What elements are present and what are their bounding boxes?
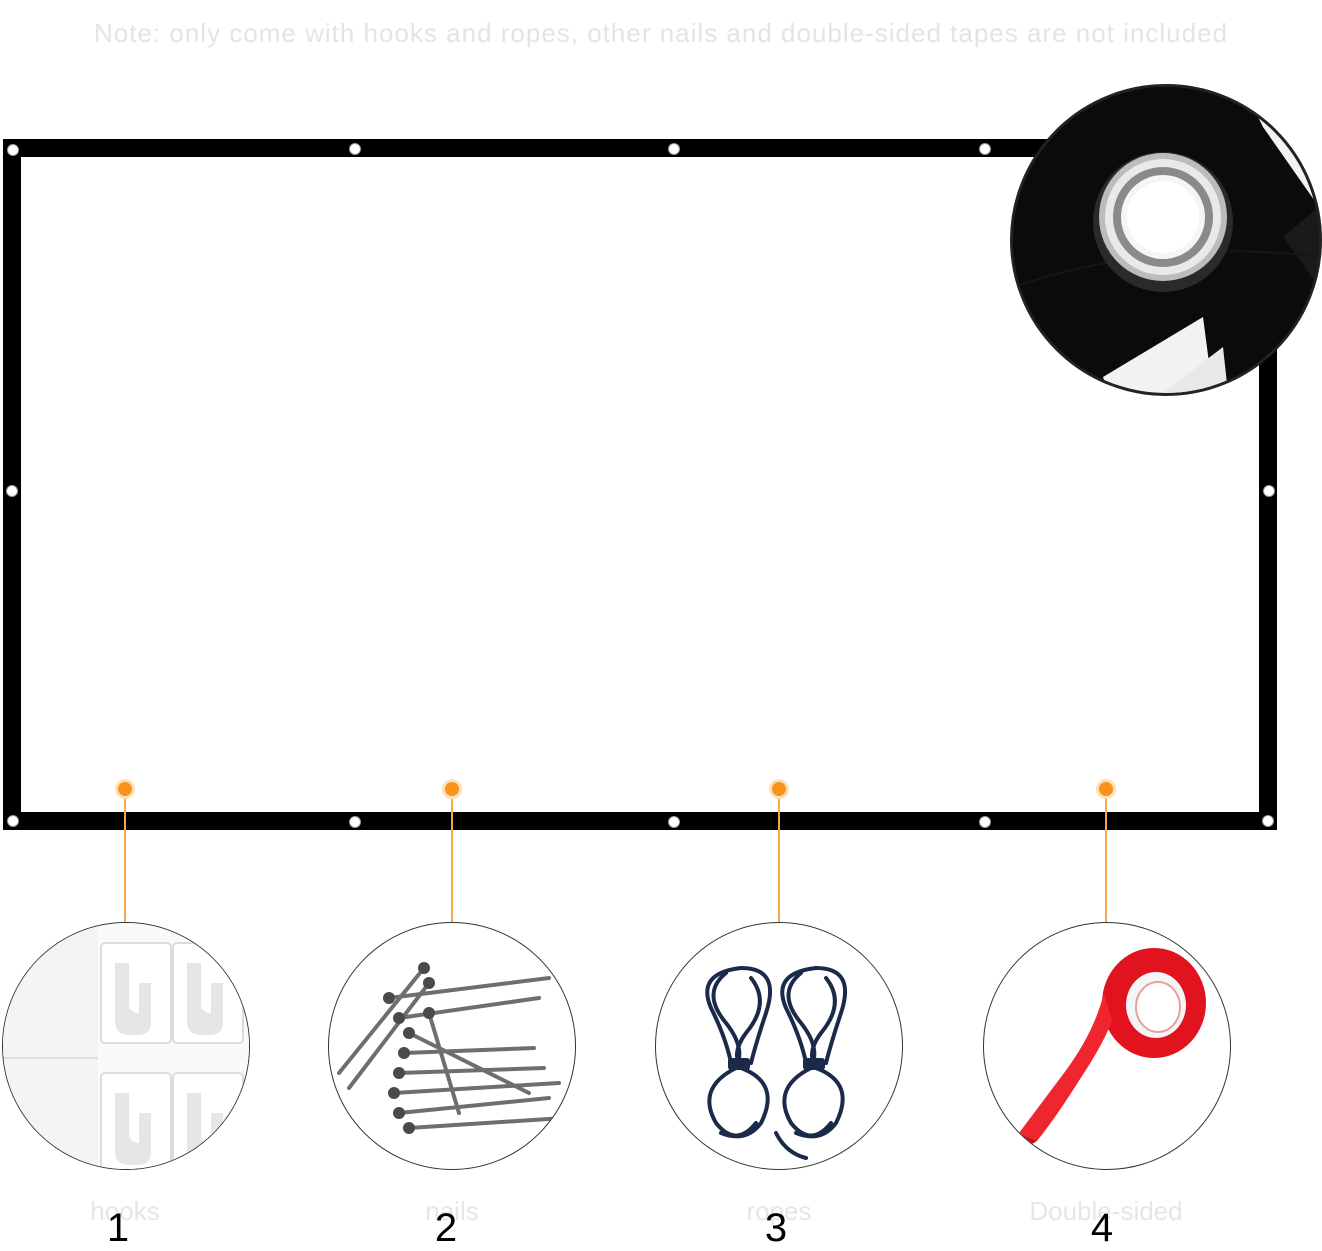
nails-icon (337, 962, 566, 1134)
callout-marker-2 (445, 782, 459, 796)
adhesive-hooks-icon (3, 923, 249, 1169)
accessory-label-1: hooks (90, 1196, 160, 1226)
grommet-zoom-detail (1010, 84, 1322, 396)
leader-line (124, 790, 126, 922)
red-tape-icon (1012, 948, 1206, 1147)
accessory-hooks (2, 922, 250, 1170)
grommet-closeup-icon (1013, 87, 1319, 393)
grommet (1262, 815, 1274, 827)
accessory-number-2: 2 (434, 1206, 458, 1250)
accessory-number-1: 1 (106, 1206, 130, 1250)
leader-line (451, 790, 453, 922)
grommet (7, 144, 19, 156)
callout-marker-3 (772, 782, 786, 796)
faded-caption: Note: only come with hooks and ropes, ot… (94, 18, 1228, 48)
accessory-number-4: 4 (1090, 1206, 1114, 1250)
accessory-label-3: ropes (746, 1196, 812, 1226)
grommet (6, 485, 18, 497)
grommet (668, 816, 680, 828)
accessory-rope (655, 922, 903, 1170)
accessory-tape (983, 922, 1231, 1170)
grommet (349, 816, 361, 828)
rope-icon (705, 966, 847, 1160)
accessory-label-4: Double-sided (1029, 1196, 1183, 1226)
grommet (979, 816, 991, 828)
callout-marker-4 (1099, 782, 1113, 796)
accessory-label-2: nails (425, 1196, 479, 1226)
grommet (979, 143, 991, 155)
accessory-nails (328, 922, 576, 1170)
grommet (349, 143, 361, 155)
grommet (1263, 485, 1275, 497)
accessory-number-3: 3 (764, 1206, 788, 1250)
leader-line (778, 790, 780, 922)
leader-line (1105, 790, 1107, 922)
grommet (668, 143, 680, 155)
grommet (7, 815, 19, 827)
callout-marker-1 (118, 782, 132, 796)
